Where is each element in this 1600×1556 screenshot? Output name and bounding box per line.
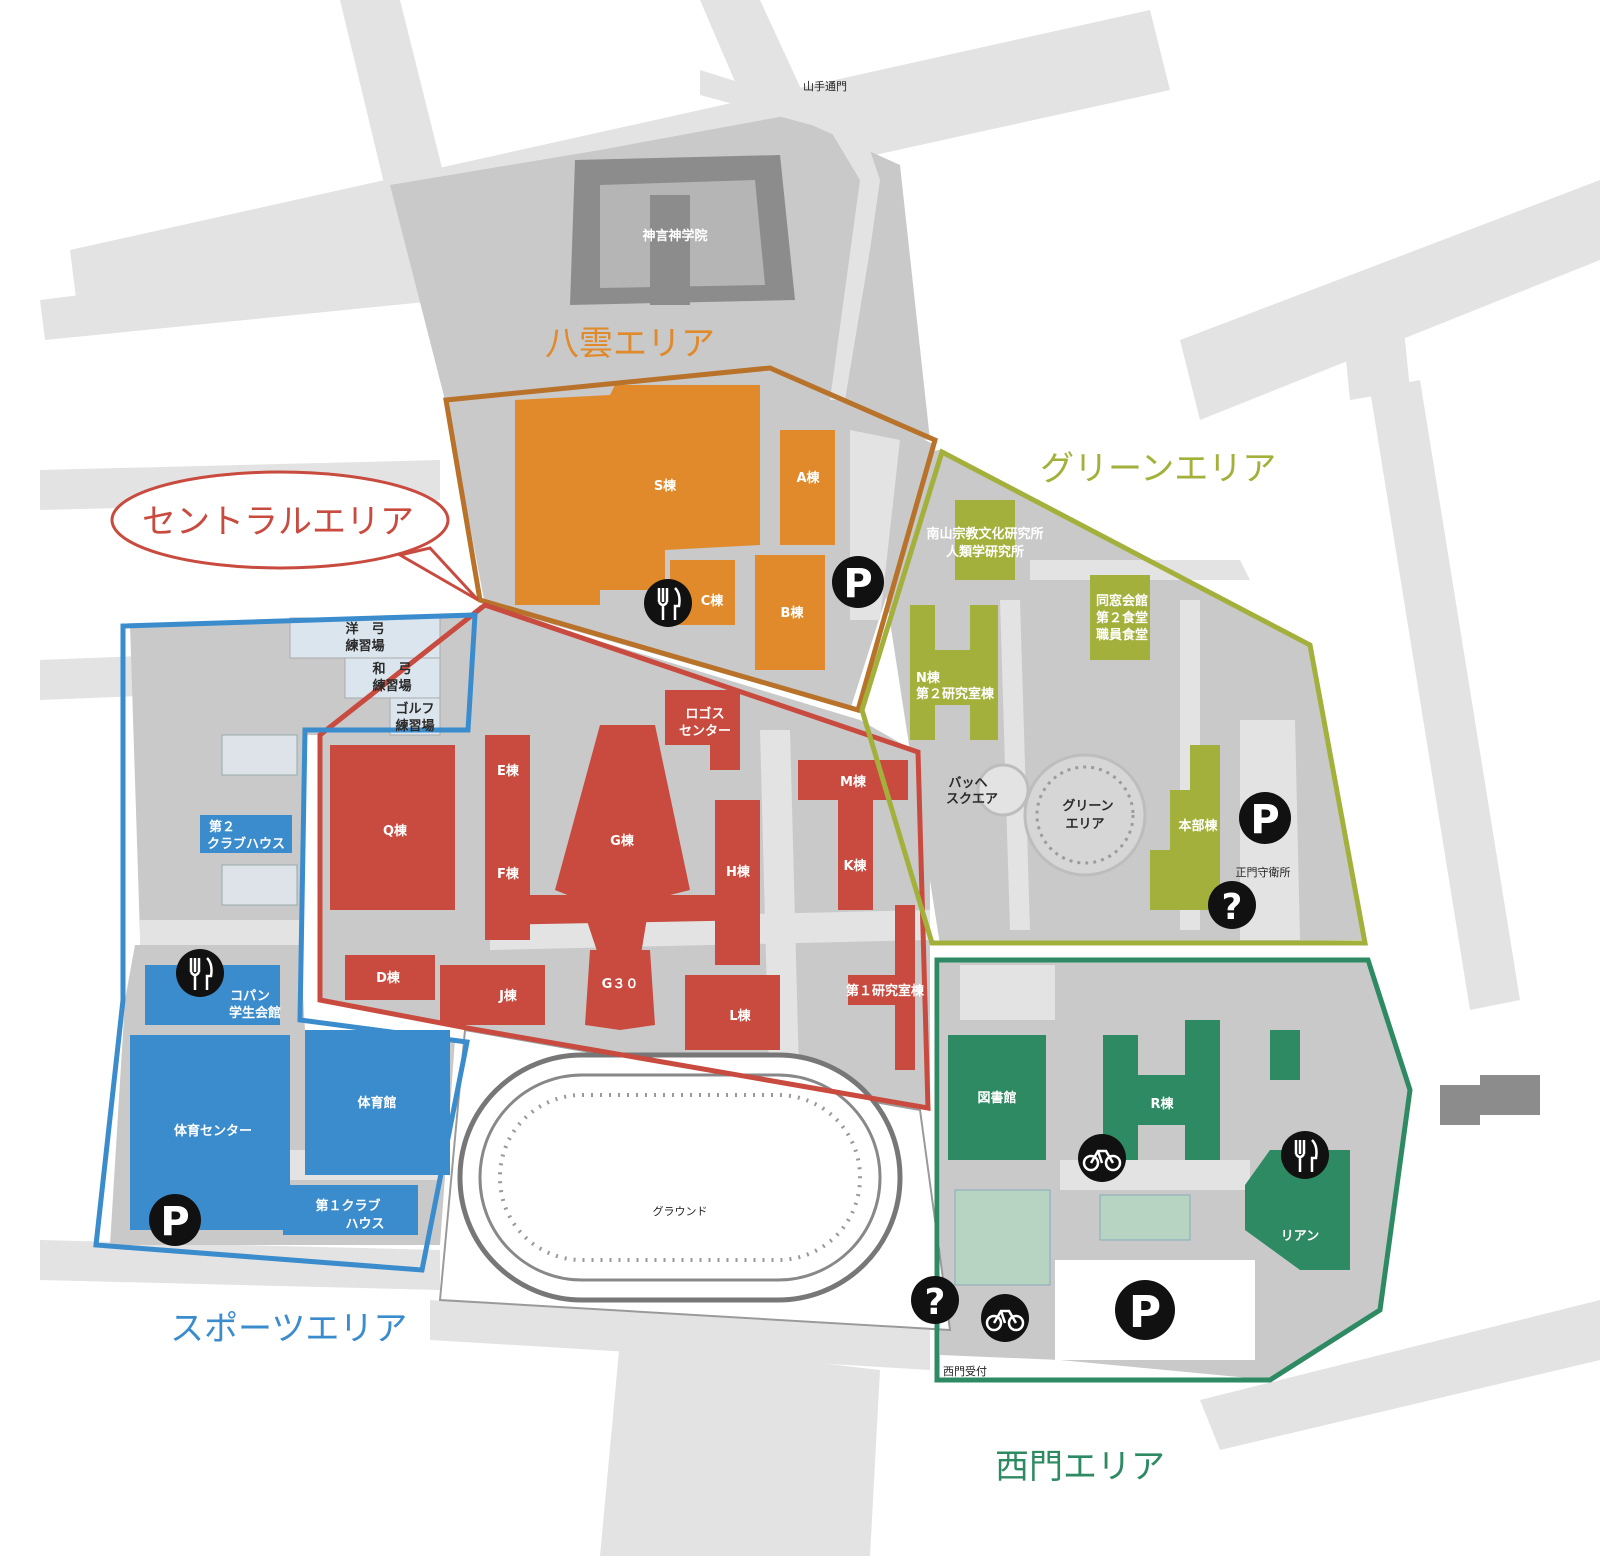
central-buildings — [330, 690, 915, 1070]
sports-buildings — [130, 617, 450, 1235]
svg-text:?: ? — [1222, 887, 1243, 928]
club-house-1-label-1: 第１クラブ — [315, 1198, 380, 1214]
svg-text:P: P — [1250, 797, 1279, 843]
svg-text:P: P — [160, 1199, 189, 1245]
copain-label-2: 学生会館 — [229, 1005, 281, 1021]
l-building-label: L棟 — [729, 1008, 751, 1024]
n-building-label-2: 第２研究室棟 — [916, 686, 995, 702]
labels: 山手通門 神言神学院 S棟 A棟 C棟 B棟 Q棟 E棟 F棟 G棟 H棟 ロゴ… — [174, 79, 1319, 1378]
f-building-label: F棟 — [497, 866, 520, 882]
copain-label-1: コパン — [230, 989, 270, 1004]
track-field — [438, 1028, 952, 1332]
shinto-seminary-building — [570, 155, 795, 305]
green-area-title: グリーンエリア — [1040, 449, 1276, 489]
k-building-label: K棟 — [843, 858, 867, 874]
b-building-label: B棟 — [781, 605, 805, 621]
alumni-hall-label-1: 同窓会館 — [1096, 593, 1148, 609]
club-house-1-label-2: ハウス — [345, 1217, 384, 1232]
club-house-2-label-2: クラブハウス — [207, 836, 285, 852]
yamate-gate-label: 山手通門 — [803, 79, 847, 93]
alumni-hall-label-2: 第２食堂 — [1096, 610, 1148, 626]
golf-range-label-1: ゴルフ — [395, 701, 434, 717]
g30-building-label: G３０ — [602, 977, 639, 992]
honbu-building-label: 本部棟 — [1178, 818, 1218, 834]
ground-label: グラウンド — [653, 1204, 708, 1218]
sports-area-title: スポーツエリア — [170, 1309, 407, 1349]
lien-label: リアン — [1281, 1229, 1319, 1244]
green-buildings — [910, 500, 1220, 910]
east-annex — [1440, 1075, 1540, 1125]
parking-icon: P — [832, 556, 884, 608]
bach-square-label-1: バッヘ — [948, 776, 987, 791]
yakumo-area-title: 八雲エリア — [545, 324, 715, 364]
west-buildings — [948, 965, 1350, 1360]
sports-center-label: 体育センター — [174, 1123, 252, 1139]
parking-icon: P — [149, 1194, 201, 1246]
west-gate-reception-label: 西門受付 — [943, 1365, 987, 1378]
central-area-callout: セントラルエリア — [110, 470, 480, 602]
a-building-label: A棟 — [796, 470, 820, 486]
restaurant-icon — [644, 579, 692, 627]
e-building-label: E棟 — [497, 763, 520, 779]
bicycle-icon — [981, 1294, 1029, 1342]
central-area-title: セントラルエリア — [142, 502, 414, 542]
svg-text:P: P — [843, 561, 872, 607]
bach-square-label-2: スクエア — [946, 792, 998, 807]
q-building-label: Q棟 — [383, 823, 408, 839]
s-building-label: S棟 — [654, 478, 677, 494]
green-plaza-label-1: グリーン — [1062, 798, 1113, 814]
green-plaza — [976, 753, 1147, 877]
library-label: 図書館 — [977, 1090, 1016, 1106]
yakumo-buildings — [515, 385, 835, 670]
lab1-building-label: 第１研究室棟 — [846, 983, 925, 999]
info-icon: ? — [1208, 881, 1256, 929]
bicycle-icon — [1078, 1134, 1126, 1182]
restaurant-icon — [1281, 1131, 1329, 1179]
svg-text:P: P — [1129, 1287, 1161, 1338]
shinto-seminary-label: 神言神学院 — [642, 228, 707, 244]
nanzan-institute-label-1: 南山宗教文化研究所 — [926, 526, 1043, 542]
west-area-outline — [934, 957, 1413, 1383]
logos-center-label-2: センター — [679, 724, 731, 739]
j-building-label: J棟 — [498, 988, 518, 1004]
main-gate-guard-label: 正門守衛所 — [1236, 865, 1291, 879]
area-outlines — [93, 365, 1413, 1383]
green-plaza-label-2: エリア — [1065, 817, 1104, 832]
parking-icon: P — [1115, 1280, 1175, 1340]
central-area-outline — [317, 602, 931, 1111]
nanzan-institute-label-2: 人類学研究所 — [946, 544, 1024, 560]
japanese-archery-label-2: 練習場 — [372, 678, 411, 694]
logos-center-label-1: ロゴス — [685, 706, 724, 722]
g-building-label: G棟 — [610, 833, 635, 849]
archery-range-label-1: 洋 弓 — [345, 621, 384, 637]
sports-area-outline — [93, 612, 478, 1273]
archery-range-label-2: 練習場 — [345, 638, 384, 654]
d-building-label: D棟 — [376, 970, 401, 986]
n-building-label-1: N棟 — [916, 670, 941, 686]
h-building-label: H棟 — [726, 864, 751, 880]
gymnasium-label: 体育館 — [357, 1095, 396, 1111]
japanese-archery-label-1: 和 弓 — [372, 661, 411, 677]
club-house-2-label-1: 第２ — [209, 819, 235, 835]
svg-text:?: ? — [925, 1282, 946, 1323]
m-building-label: M棟 — [840, 774, 867, 790]
info-icon: ? — [911, 1276, 959, 1324]
golf-range-label-2: 練習場 — [395, 718, 434, 734]
yakumo-area-outline — [443, 365, 939, 714]
alumni-hall-label-3: 職員食堂 — [1096, 627, 1148, 643]
parking-icon: P — [1239, 792, 1291, 844]
restaurant-icon — [176, 949, 224, 997]
r-building-label: R棟 — [1150, 1096, 1174, 1112]
west-area-title: 西門エリア — [995, 1447, 1165, 1487]
green-area-outline — [859, 448, 1369, 946]
c-building-label: C棟 — [701, 593, 725, 609]
